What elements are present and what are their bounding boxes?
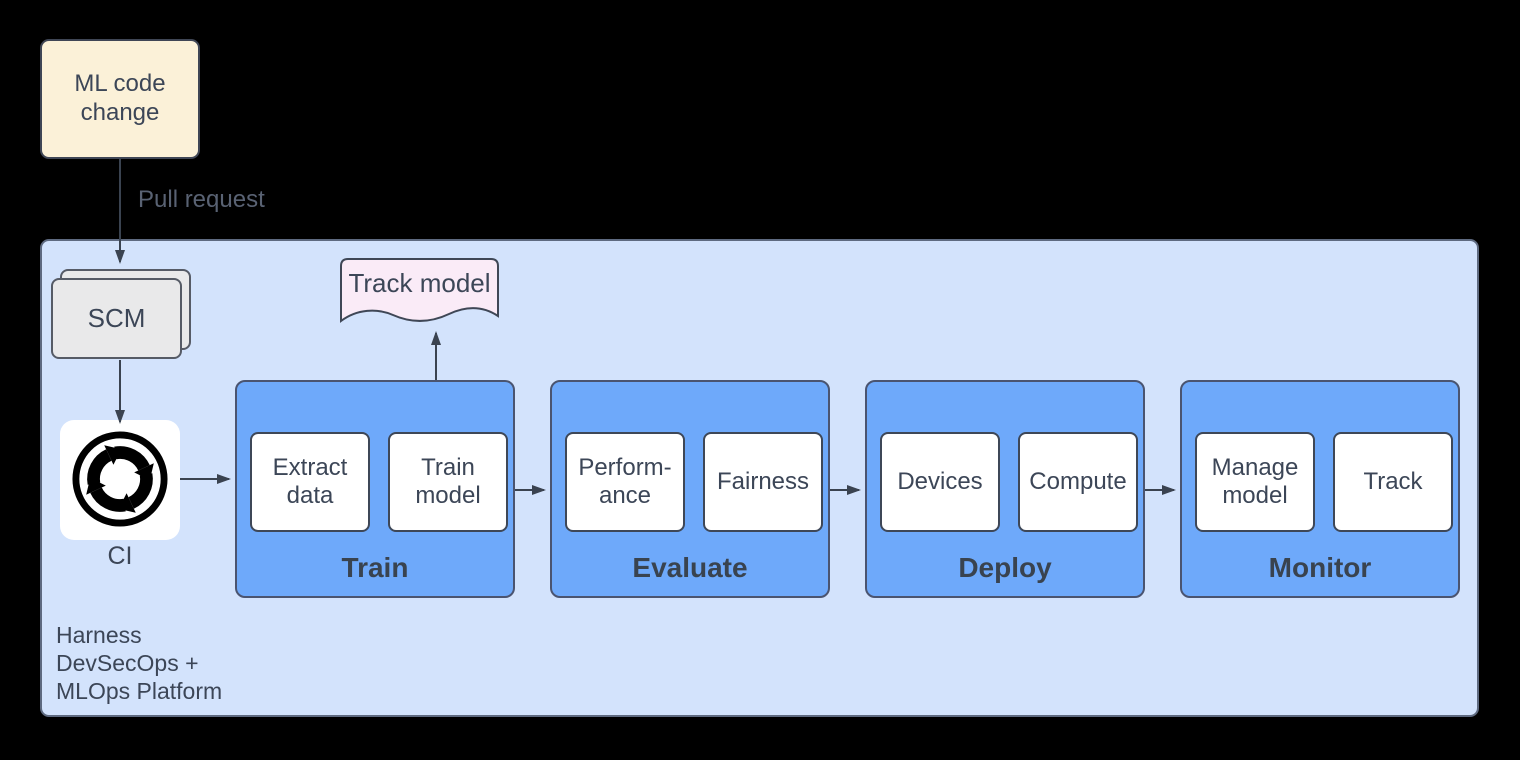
- stage-card: Track: [1333, 432, 1453, 532]
- stage-card: Manage model: [1195, 432, 1315, 532]
- scm-label: SCM: [87, 303, 146, 333]
- stage-deploy: Devices Compute Deploy: [865, 380, 1145, 598]
- track-model-doc-label: Track model: [348, 268, 491, 298]
- stage-card: Train model: [388, 432, 508, 532]
- platform-label: Harness DevSecOps + MLOps Platform: [56, 622, 223, 704]
- stage-train: Extract data Train model Train: [235, 380, 515, 598]
- stage-title: Deploy: [958, 552, 1052, 583]
- ml-code-change-label: ML code change: [74, 70, 166, 126]
- stage-card: Perform-ance: [565, 432, 685, 532]
- stage-card: Devices: [880, 432, 1000, 532]
- card-label: Manage model: [1211, 454, 1299, 509]
- document-shape: [340, 258, 499, 323]
- card-label: Fairness: [716, 468, 810, 496]
- scm-node: SCM: [51, 278, 182, 359]
- ml-code-change-node: ML code change: [40, 39, 200, 159]
- ci-label: CI: [107, 542, 133, 570]
- card-label: Extract data: [272, 454, 348, 509]
- stage-card: Compute: [1018, 432, 1138, 532]
- stage-card: Fairness: [703, 432, 823, 532]
- stage-title: Evaluate: [632, 552, 748, 583]
- stage-title: Monitor: [1268, 552, 1372, 583]
- card-label: Devices: [897, 468, 983, 496]
- pull-request-edge-label: Pull request: [138, 186, 265, 213]
- stage-monitor: Manage model Track Monitor: [1180, 380, 1460, 598]
- stage-card: Extract data: [250, 432, 370, 532]
- card-label: Track: [1363, 468, 1423, 496]
- stage-title: Train: [341, 552, 409, 583]
- card-label: Perform-ance: [578, 454, 672, 509]
- card-label: Train model: [415, 454, 481, 509]
- card-label: Compute: [1029, 468, 1127, 496]
- ci-cycle-icon: [72, 431, 168, 527]
- stage-evaluate: Perform-ance Fairness Evaluate: [550, 380, 830, 598]
